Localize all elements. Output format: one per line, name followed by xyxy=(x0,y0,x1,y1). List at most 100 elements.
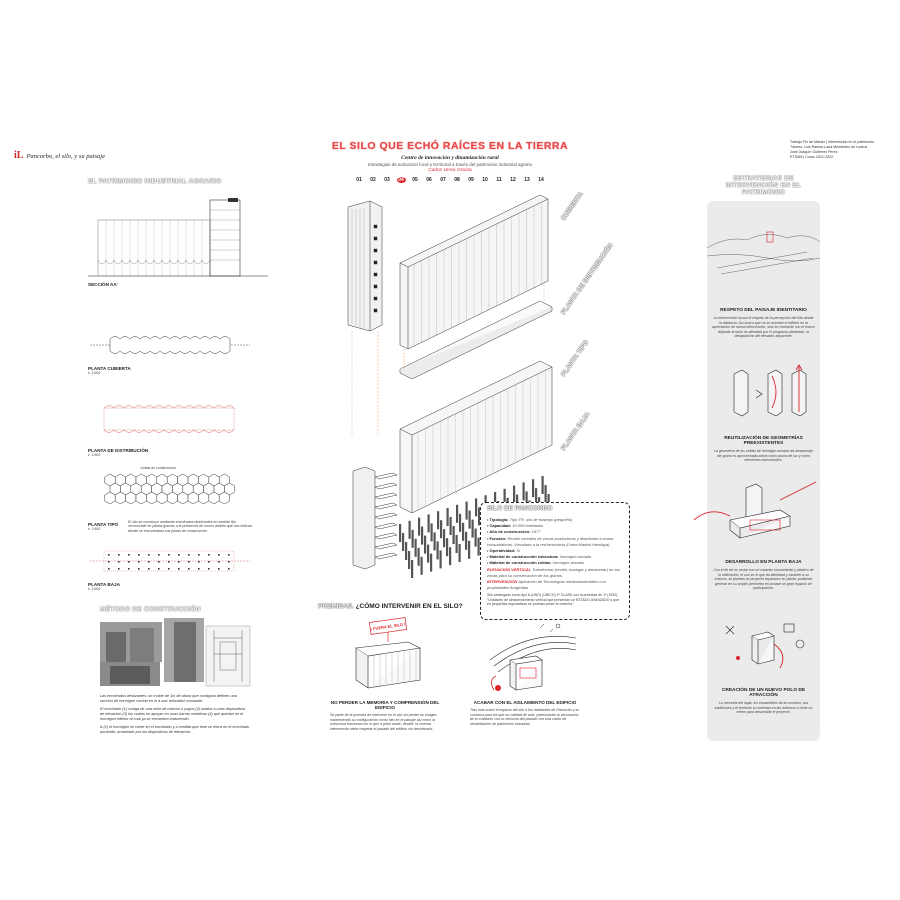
silo-info-value: Recibir cereales de zonas productoras y … xyxy=(487,535,614,547)
ground-floor-plan-caption: PLANTA BAJA e. 1/600 xyxy=(88,582,120,591)
isolation-sketch xyxy=(489,623,577,691)
memory-sketch: ¡ FUERA EL SILO ! xyxy=(355,617,421,689)
plan-column xyxy=(208,561,210,563)
silo-info-value: Sí xyxy=(516,548,521,554)
distribution-plan-drawing xyxy=(103,405,235,433)
ground-column xyxy=(503,488,506,507)
silo-info-row: • Material de construcción estructura: h… xyxy=(487,554,623,560)
ground-column xyxy=(455,535,458,553)
silo-info-value: hormigón armado xyxy=(559,554,592,560)
silo-info-key: • Operatividad: xyxy=(487,548,517,554)
ground-column xyxy=(532,479,535,498)
plan-column xyxy=(218,561,220,563)
type-plan-note: El silo se construyó mediante encofrados… xyxy=(128,520,252,533)
ground-column xyxy=(421,526,424,545)
premise-memory: NO PERDER LA MEMORIA Y COMPRENSIÓN DEL E… xyxy=(330,700,440,731)
plan-column xyxy=(128,568,130,570)
ground-column xyxy=(417,547,420,566)
author: Carlos Urrea Ossina xyxy=(428,168,472,173)
ground-column xyxy=(452,526,455,544)
silo-info-value: 1977 xyxy=(531,529,541,535)
ground-column xyxy=(468,510,471,529)
page-number-10: 10 xyxy=(482,177,488,183)
silo-info-red-2: INTERVENCIÓN Aplicación de Tecnologías m… xyxy=(487,579,606,591)
heritage-section-title: EL PATRIMONIO INDUSTRIAL AGRARIO xyxy=(88,178,222,185)
silo-info-key: • Tipología: xyxy=(487,517,510,522)
type-plan-caption: PLANTA TIPO e. 1/600 xyxy=(88,522,119,531)
silo-info-row: • Tipología: Tipo TR, silo de trasiego (… xyxy=(487,517,623,523)
page-number-01: 01 xyxy=(356,177,362,183)
silo-info-footnote: Silo catalogado como tipo A (UNO) (ÚNICO… xyxy=(487,593,619,598)
ground-column xyxy=(465,501,468,520)
plan-column xyxy=(158,568,160,570)
ground-column xyxy=(424,535,427,554)
silo-info-row: • Operatividad: Sí xyxy=(487,548,623,554)
section-label: SECCIÓN AA' xyxy=(88,282,118,287)
tower-floor-slab xyxy=(374,552,398,560)
ground-column xyxy=(414,538,417,557)
ground-column xyxy=(522,482,525,501)
plan-column xyxy=(148,554,150,556)
ground-column xyxy=(494,492,497,510)
ground-column xyxy=(430,553,433,572)
tower-section-drawing xyxy=(352,466,398,570)
tower-floor-slab xyxy=(374,532,398,540)
plan-column xyxy=(208,554,210,556)
page-number-02: 02 xyxy=(370,177,376,183)
credit-line: ETSAM | Curso 2021-2022 xyxy=(790,155,834,159)
tower-floor-slab xyxy=(374,542,398,550)
tower-floor-slab xyxy=(374,482,398,490)
strategy-attraction: CREACIÓN DE UN NUEVO POLO DE ATRACCIÓN L… xyxy=(714,688,813,714)
premise-isolation: ACABAR CON EL AISLAMIENTO DEL EDIFICIO T… xyxy=(470,700,580,726)
ground-column xyxy=(440,520,443,539)
silo-info-key: • Función: xyxy=(487,535,508,541)
roof-plan-caption: PLANTA CUBIERTA e. 1/600 xyxy=(88,366,131,375)
roof-plan-drawing xyxy=(90,336,250,354)
ground-column xyxy=(449,517,452,535)
silo-info-value: 10.000 toneladas xyxy=(512,523,543,529)
silo-info-row: • Material de construcción celdas: hormi… xyxy=(487,560,623,566)
plan-column xyxy=(108,554,110,556)
exploded-axonometric xyxy=(347,194,553,514)
landscape-sketch xyxy=(706,231,821,275)
strategy-landscape: RESPETO DEL PAISAJE IDENTITARIO La inter… xyxy=(712,308,815,338)
plan-column xyxy=(228,554,230,556)
page-subtitle: Centro de innovación y dinamización rura… xyxy=(401,155,499,161)
page-number-13: 13 xyxy=(524,177,530,183)
ground-column xyxy=(402,533,405,551)
brand-logo: iL xyxy=(14,150,24,161)
ground-column xyxy=(436,541,439,560)
ground-column xyxy=(443,529,446,548)
section-elevation-drawing xyxy=(88,198,268,277)
premises-title: PREMISAS. ¿CÓMO INTERVENIR EN EL SILO? xyxy=(318,603,463,610)
construction-joints-label: Juntas de construcción xyxy=(140,466,176,470)
plan-column xyxy=(228,568,230,570)
title-block: EL SILO QUE ECHÓ RAÍCES EN LA TIERRA Cen… xyxy=(320,140,580,183)
ground-column xyxy=(544,485,547,503)
ground-column xyxy=(478,507,481,526)
plan-column xyxy=(158,554,160,556)
ground-column xyxy=(462,522,465,541)
page-number-11: 11 xyxy=(496,177,502,183)
ground-column xyxy=(411,529,414,548)
plan-column xyxy=(188,554,190,556)
strategies-title: ESTRATEGIAS DE INTERVENCIÓN EN EL PATRIM… xyxy=(725,175,802,196)
plan-column xyxy=(108,561,110,563)
plan-column xyxy=(118,554,120,556)
ground-column xyxy=(427,514,430,533)
type-plan-drawing xyxy=(104,473,236,505)
ground-floor-plan-drawing xyxy=(90,550,250,572)
plan-column xyxy=(228,561,230,563)
ground-column xyxy=(439,550,442,569)
ground-column xyxy=(427,544,430,563)
plan-column xyxy=(188,568,190,570)
plan-column xyxy=(108,568,110,570)
page-number-05: 05 xyxy=(412,177,418,183)
credit-line: Trabajo Fin de Máster | Intervención en … xyxy=(790,140,875,144)
ground-column xyxy=(430,523,433,542)
plan-column xyxy=(208,568,210,570)
ground-column xyxy=(418,517,421,536)
page-subtitle-secondary: Estrategias de activación local y territ… xyxy=(367,162,533,167)
ground-column xyxy=(525,491,528,510)
